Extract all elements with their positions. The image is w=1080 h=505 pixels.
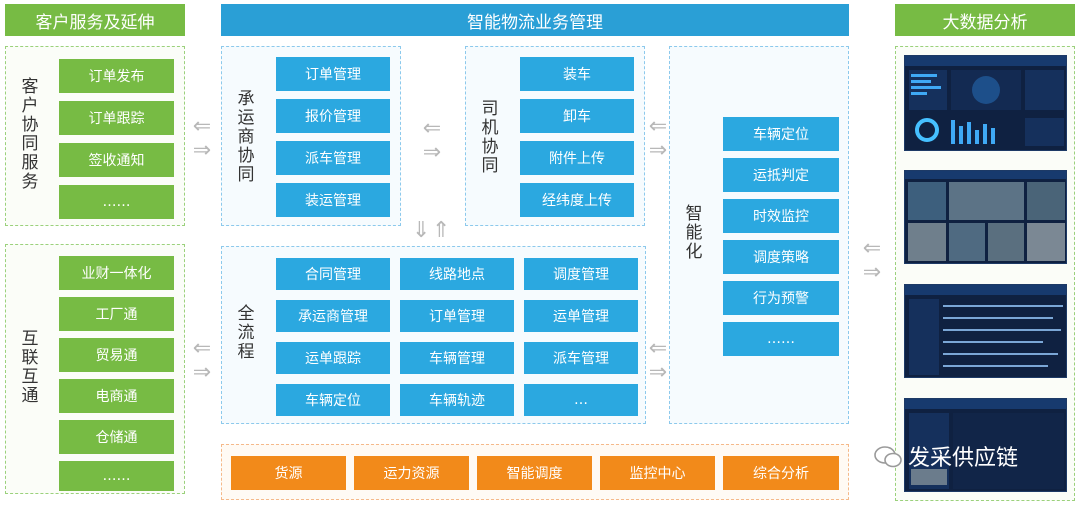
- bottom-item[interactable]: 智能调度: [477, 456, 592, 490]
- customer-item[interactable]: 订单跟踪: [59, 101, 174, 135]
- dashboard-thumbnail[interactable]: [904, 55, 1067, 151]
- driver-item[interactable]: 装车: [520, 57, 634, 91]
- arrow-right-icon: ⇒: [422, 140, 442, 165]
- process-item[interactable]: 线路地点: [400, 258, 514, 290]
- bottom-item[interactable]: 运力资源: [354, 456, 469, 490]
- intelligent-label: 智能化: [685, 204, 703, 262]
- driver-item[interactable]: 附件上传: [520, 141, 634, 175]
- center-header: 智能物流业务管理: [221, 4, 849, 36]
- video-grid-icon: [905, 171, 1066, 261]
- carrier-item[interactable]: 装运管理: [276, 183, 390, 217]
- intelligent-item[interactable]: 时效监控: [723, 199, 839, 233]
- driver-label: 司机协同: [481, 99, 499, 176]
- left-header: 客户服务及延伸: [5, 4, 185, 36]
- customer-label: 客户协同服务: [21, 77, 39, 192]
- process-item[interactable]: …: [524, 384, 638, 416]
- process-item[interactable]: 合同管理: [276, 258, 390, 290]
- process-label: 全流程: [237, 304, 255, 362]
- wechat-icon: [873, 444, 903, 470]
- driver-item[interactable]: 经纬度上传: [520, 183, 634, 217]
- arrow-right-icon: ⇒: [192, 138, 212, 163]
- intelligent-item[interactable]: ……: [723, 322, 839, 356]
- interconnect-item[interactable]: 电商通: [59, 379, 174, 413]
- customer-item[interactable]: 签收通知: [59, 143, 174, 177]
- timeline-icon: [905, 285, 1066, 375]
- customer-item[interactable]: ……: [59, 185, 174, 219]
- arrow-right-icon: ⇒: [192, 360, 212, 385]
- intelligent-item[interactable]: 运抵判定: [723, 158, 839, 192]
- intelligent-item[interactable]: 调度策略: [723, 240, 839, 274]
- process-item[interactable]: 运单管理: [524, 300, 638, 332]
- bottom-item[interactable]: 综合分析: [723, 456, 839, 490]
- carrier-item[interactable]: 派车管理: [276, 141, 390, 175]
- right-header: 大数据分析: [895, 4, 1075, 36]
- arrow-right-icon: ⇒: [648, 360, 668, 385]
- intelligent-item[interactable]: 车辆定位: [723, 117, 839, 151]
- arrow-up-icon: ⇑: [432, 218, 451, 243]
- arrow-left-icon: ⇐: [648, 114, 668, 139]
- process-item[interactable]: 车辆定位: [276, 384, 390, 416]
- carrier-label: 承运商协同: [237, 89, 255, 185]
- arrow-right-icon: ⇒: [862, 260, 882, 285]
- arrow-left-icon: ⇐: [192, 336, 212, 361]
- carrier-item[interactable]: 报价管理: [276, 99, 390, 133]
- bottom-item[interactable]: 监控中心: [600, 456, 715, 490]
- map-screen-icon: [905, 399, 1066, 489]
- arrow-down-icon: ⇓: [412, 218, 431, 243]
- interconnect-item[interactable]: 贸易通: [59, 338, 174, 372]
- dashboard-thumbnail[interactable]: [904, 170, 1067, 264]
- process-item[interactable]: 运单跟踪: [276, 342, 390, 374]
- interconnect-label: 互联互通: [21, 329, 39, 406]
- interconnect-item[interactable]: 工厂通: [59, 297, 174, 331]
- interconnect-item[interactable]: ……: [59, 461, 174, 491]
- driver-item[interactable]: 卸车: [520, 99, 634, 133]
- intelligent-panel: [669, 46, 849, 424]
- process-item[interactable]: 调度管理: [524, 258, 638, 290]
- process-item[interactable]: 承运商管理: [276, 300, 390, 332]
- interconnect-item[interactable]: 业财一体化: [59, 256, 174, 290]
- arrow-left-icon: ⇐: [422, 116, 442, 141]
- dashboard-thumbnail[interactable]: [904, 398, 1067, 492]
- dashboard-chart-icon: [905, 56, 1066, 146]
- process-item[interactable]: 车辆管理: [400, 342, 514, 374]
- carrier-item[interactable]: 订单管理: [276, 57, 390, 91]
- arrow-left-icon: ⇐: [648, 336, 668, 361]
- watermark-text: 发采供应链: [908, 446, 1019, 471]
- customer-item[interactable]: 订单发布: [59, 59, 174, 93]
- arrow-left-icon: ⇐: [862, 236, 882, 261]
- interconnect-item[interactable]: 仓储通: [59, 420, 174, 454]
- bottom-item[interactable]: 货源: [231, 456, 346, 490]
- process-item[interactable]: 车辆轨迹: [400, 384, 514, 416]
- arrow-right-icon: ⇒: [648, 138, 668, 163]
- dashboard-thumbnail[interactable]: [904, 284, 1067, 378]
- arrow-left-icon: ⇐: [192, 114, 212, 139]
- process-item[interactable]: 订单管理: [400, 300, 514, 332]
- intelligent-item[interactable]: 行为预警: [723, 281, 839, 315]
- process-item[interactable]: 派车管理: [524, 342, 638, 374]
